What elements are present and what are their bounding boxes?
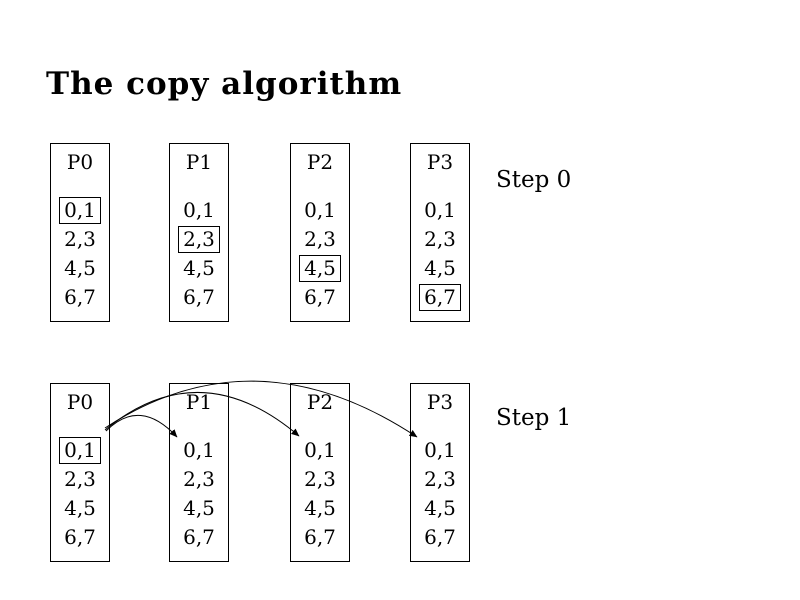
data-item-value: 0,1 (304, 198, 336, 222)
data-item-value: 6,7 (64, 525, 96, 549)
data-item: 0,1 (291, 436, 349, 465)
step-label-1: Step 1 (496, 405, 572, 431)
process-items: 0,1 2,3 4,5 6,7 (411, 196, 469, 312)
process-label: P3 (426, 390, 454, 414)
data-item-value: 2,3 (424, 227, 456, 251)
copy-arrow-p0-to-p3 (104, 380, 418, 438)
data-item: 4,5 (291, 494, 349, 523)
data-item: 6,7 (170, 523, 228, 552)
data-item-value: 0,1 (304, 438, 336, 462)
data-item-value: 0,1 (59, 437, 101, 464)
data-item: 2,3 (411, 225, 469, 254)
process-box-step1-p3: P3 0,1 2,3 4,5 6,7 (410, 383, 470, 562)
data-item: 2,3 (291, 465, 349, 494)
data-item: 0,1 (291, 196, 349, 225)
process-label: P3 (426, 150, 454, 174)
process-items: 0,1 2,3 4,5 6,7 (170, 196, 228, 312)
data-item: 6,7 (170, 283, 228, 312)
process-box-step1-p2: P2 0,1 2,3 4,5 6,7 (290, 383, 350, 562)
data-item: 6,7 (51, 523, 109, 552)
data-item: 2,3 (170, 225, 228, 254)
process-box-step1-p0: P0 0,1 2,3 4,5 6,7 (50, 383, 110, 562)
data-item-value: 2,3 (64, 467, 96, 491)
process-box-step0-p0: P0 0,1 2,3 4,5 6,7 (50, 143, 110, 322)
data-item-value: 4,5 (183, 256, 215, 280)
data-item-value: 6,7 (424, 525, 456, 549)
step-label-0: Step 0 (496, 167, 572, 193)
process-items: 0,1 2,3 4,5 6,7 (291, 436, 349, 552)
data-item: 4,5 (51, 494, 109, 523)
process-items: 0,1 2,3 4,5 6,7 (411, 436, 469, 552)
process-label: P2 (306, 390, 334, 414)
data-item-value: 6,7 (304, 285, 336, 309)
data-item: 6,7 (51, 283, 109, 312)
data-item-value: 2,3 (424, 467, 456, 491)
data-item-value: 6,7 (304, 525, 336, 549)
data-item: 2,3 (170, 465, 228, 494)
data-item: 0,1 (51, 196, 109, 225)
data-item-value: 2,3 (64, 227, 96, 251)
data-item-value: 6,7 (183, 285, 215, 309)
data-item: 4,5 (291, 254, 349, 283)
data-item-value: 4,5 (304, 496, 336, 520)
process-items: 0,1 2,3 4,5 6,7 (170, 436, 228, 552)
data-item-value: 0,1 (59, 197, 101, 224)
process-box-step0-p2: P2 0,1 2,3 4,5 6,7 (290, 143, 350, 322)
data-item: 2,3 (51, 465, 109, 494)
process-label: P0 (66, 150, 94, 174)
data-item: 2,3 (291, 225, 349, 254)
data-item-value: 6,7 (419, 284, 461, 311)
data-item: 0,1 (411, 436, 469, 465)
process-box-step0-p1: P1 0,1 2,3 4,5 6,7 (169, 143, 229, 322)
data-item: 4,5 (411, 494, 469, 523)
data-item-value: 4,5 (183, 496, 215, 520)
data-item: 0,1 (51, 436, 109, 465)
data-item-value: 2,3 (183, 467, 215, 491)
data-item: 0,1 (411, 196, 469, 225)
data-item: 4,5 (170, 494, 228, 523)
process-box-step1-p1: P1 0,1 2,3 4,5 6,7 (169, 383, 229, 562)
data-item-value: 4,5 (424, 256, 456, 280)
data-item: 6,7 (411, 283, 469, 312)
data-item-value: 4,5 (64, 496, 96, 520)
data-item: 2,3 (411, 465, 469, 494)
data-item: 0,1 (170, 436, 228, 465)
data-item: 6,7 (291, 283, 349, 312)
data-item-value: 2,3 (178, 226, 220, 253)
data-item-value: 0,1 (183, 438, 215, 462)
process-label: P0 (66, 390, 94, 414)
process-box-step0-p3: P3 0,1 2,3 4,5 6,7 (410, 143, 470, 322)
data-item: 2,3 (51, 225, 109, 254)
data-item: 6,7 (291, 523, 349, 552)
data-item: 4,5 (51, 254, 109, 283)
process-label: P1 (185, 150, 213, 174)
data-item-value: 6,7 (183, 525, 215, 549)
data-item: 0,1 (170, 196, 228, 225)
data-item: 4,5 (170, 254, 228, 283)
data-item-value: 0,1 (183, 198, 215, 222)
slide-title: The copy algorithm (46, 66, 403, 102)
data-item-value: 2,3 (304, 227, 336, 251)
process-items: 0,1 2,3 4,5 6,7 (291, 196, 349, 312)
data-item-value: 4,5 (64, 256, 96, 280)
data-item-value: 4,5 (299, 255, 341, 282)
data-item-value: 2,3 (304, 467, 336, 491)
process-label: P1 (185, 390, 213, 414)
process-label: P2 (306, 150, 334, 174)
data-item-value: 6,7 (64, 285, 96, 309)
process-items: 0,1 2,3 4,5 6,7 (51, 196, 109, 312)
data-item-value: 0,1 (424, 198, 456, 222)
process-items: 0,1 2,3 4,5 6,7 (51, 436, 109, 552)
data-item-value: 0,1 (424, 438, 456, 462)
data-item: 4,5 (411, 254, 469, 283)
data-item: 6,7 (411, 523, 469, 552)
copy-arrow-p0-to-p1 (105, 415, 178, 438)
data-item-value: 4,5 (424, 496, 456, 520)
